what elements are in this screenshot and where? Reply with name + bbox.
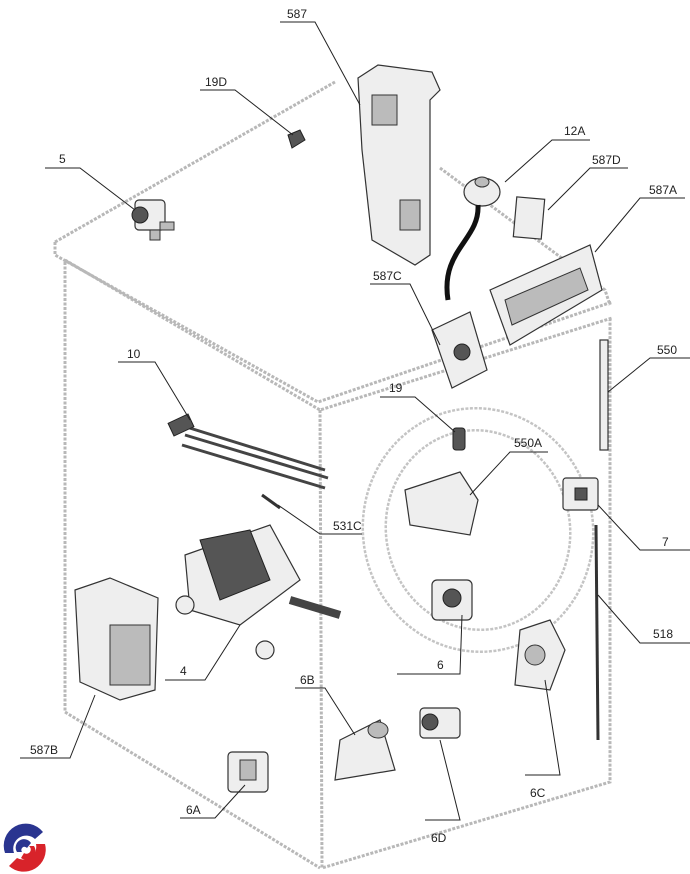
label-5: 5: [59, 152, 66, 166]
part-6-drain-pump[interactable]: [431, 579, 473, 621]
label-587C: 587C: [373, 269, 402, 283]
label-531C: 531C: [333, 519, 362, 533]
label-518: 518: [653, 627, 673, 641]
label-12A: 12A: [564, 124, 585, 138]
label-7: 7: [662, 535, 669, 549]
part-6A-pump[interactable]: [227, 751, 269, 793]
label-550A: 550A: [514, 436, 542, 450]
part-550-hinge[interactable]: [599, 339, 609, 451]
label-6: 6: [437, 658, 444, 672]
label-6B: 6B: [300, 673, 315, 687]
part-6C-recirc-pump[interactable]: [514, 619, 566, 691]
part-19-ntc-sensor[interactable]: [452, 427, 466, 451]
label-587D: 587D: [592, 153, 621, 167]
part-7-door-lock[interactable]: [562, 477, 599, 511]
label-587: 587: [287, 7, 307, 21]
label-10: 10: [127, 347, 141, 361]
label-6D: 6D: [431, 831, 447, 845]
label-587A: 587A: [649, 183, 677, 197]
part-531C-screw[interactable]: [261, 493, 281, 510]
part-518-rod[interactable]: [594, 524, 600, 741]
part-587A-display-board[interactable]: [489, 244, 603, 346]
brand-logo: [3, 823, 46, 872]
part-labels: 587 19D 5 12A 587D 587A 587C 10 19 550 5…: [30, 7, 677, 845]
part-587D-board[interactable]: [512, 196, 546, 240]
label-550: 550: [657, 343, 677, 357]
part-587C-selector-board[interactable]: [431, 311, 488, 389]
label-6A: 6A: [186, 803, 201, 817]
part-587-control-module[interactable]: [357, 64, 441, 266]
label-19D: 19D: [205, 75, 227, 89]
label-6C: 6C: [530, 786, 546, 800]
label-587B: 587B: [30, 743, 58, 757]
part-6D-valve[interactable]: [419, 707, 461, 739]
part-12A-pressure-switch[interactable]: [444, 176, 501, 301]
label-4: 4: [180, 664, 187, 678]
part-5-inlet-valve[interactable]: [131, 199, 175, 241]
part-10-heater[interactable]: [167, 413, 329, 490]
part-587B-filter[interactable]: [74, 577, 159, 701]
part-4-motor[interactable]: [175, 524, 342, 660]
part-6B-pump-housing[interactable]: [334, 719, 396, 781]
part-550A-cover[interactable]: [404, 471, 479, 536]
leader-lines: [20, 21, 690, 821]
label-19: 19: [389, 381, 403, 395]
machine-outline: [53, 80, 613, 871]
